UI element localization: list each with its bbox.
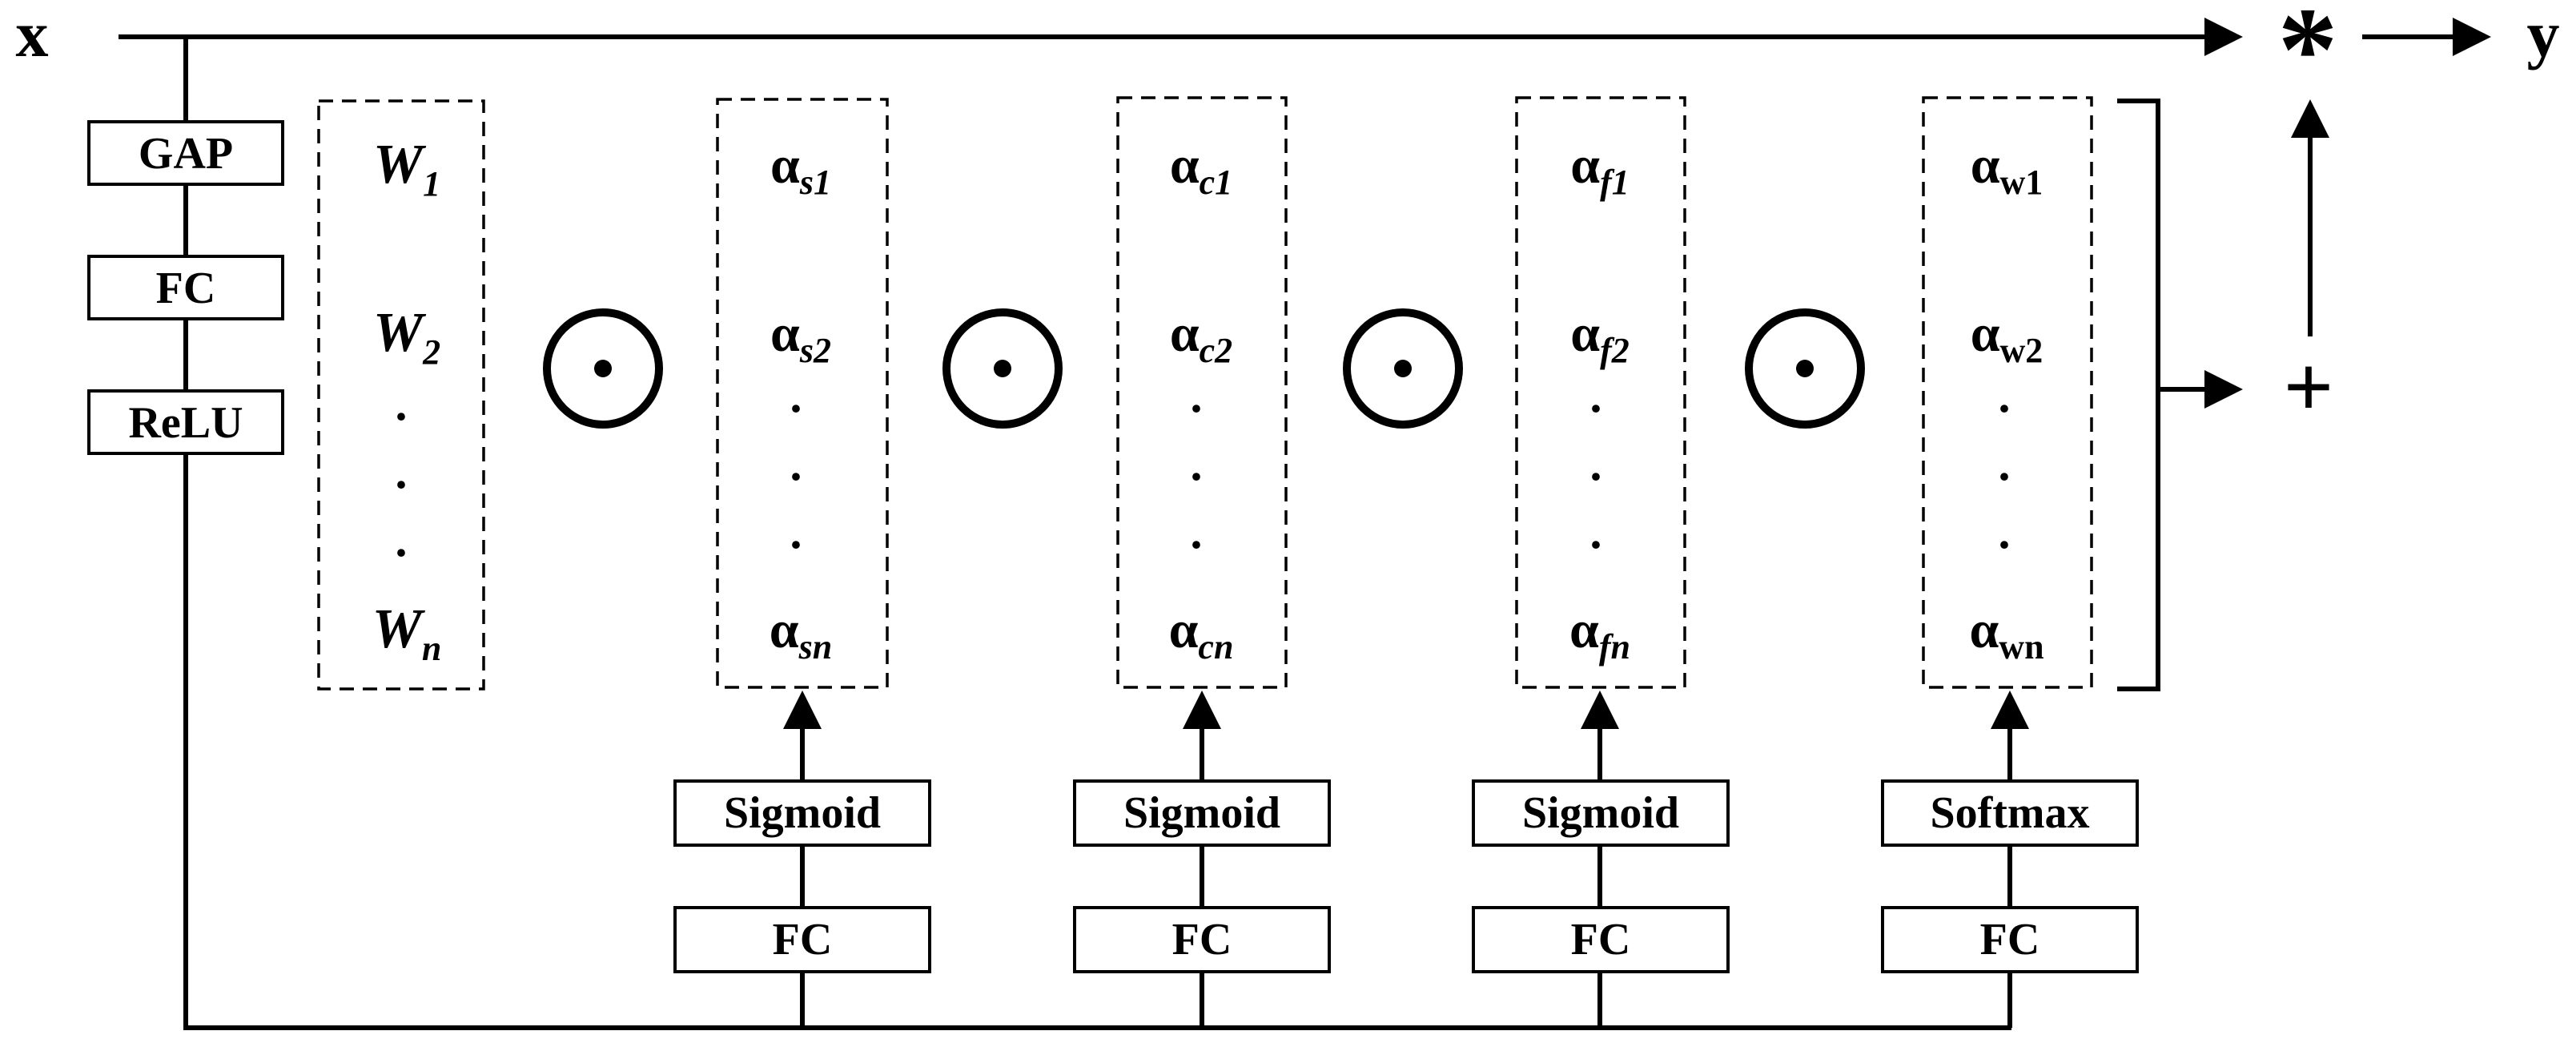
fc-label-s: FC	[773, 915, 833, 964]
alpha-w2: αw2	[1971, 304, 2044, 370]
weight-wn: Wn	[372, 598, 442, 668]
weight-w2: W2	[373, 302, 440, 372]
alpha-f-dot: ·	[1588, 450, 1604, 503]
sigmoid-block-c	[1073, 779, 1331, 847]
alpha-c-box	[1116, 96, 1288, 689]
gap-label: GAP	[139, 129, 233, 179]
alpha-s-box	[716, 98, 889, 689]
fc-label-main: FC	[156, 264, 216, 313]
alpha-s-dot: ·	[788, 382, 804, 435]
input-label: x	[16, 0, 49, 70]
alpha-f-dot: ·	[1588, 518, 1604, 571]
alpha-wn: αwn	[1969, 601, 2044, 666]
attention-group-c: αc1 αc2 · · · αcn Sigmoid FC	[1073, 96, 1331, 1028]
hadamard-operator-1	[543, 308, 663, 429]
attention-group-w: αw1 αw2 · · · αwn Softmax FC	[1881, 96, 2139, 1028]
alpha-w1: αw1	[1971, 136, 2044, 202]
weight-w1: W1	[373, 134, 440, 203]
weight-vector-box	[317, 99, 485, 691]
alpha-w-dot: ·	[1996, 518, 2012, 571]
fc-block-w	[1881, 906, 2139, 973]
weight-dot: ·	[393, 458, 409, 511]
alpha-s1: αs1	[770, 136, 831, 202]
fc-block-s	[673, 906, 931, 973]
summation-bracket	[2117, 99, 2160, 691]
fc-block-main: FC	[87, 255, 284, 320]
attention-group-f: αf1 αf2 · · · αfn Sigmoid FC	[1472, 96, 1730, 1028]
fc-label-w: FC	[1980, 915, 2040, 964]
sigmoid-label-f: Sigmoid	[1522, 788, 1679, 838]
alpha-fn: αfn	[1569, 601, 1630, 666]
alpha-c2: αc2	[1170, 304, 1232, 370]
alpha-sn: αsn	[770, 601, 832, 666]
alpha-f2: αf2	[1570, 304, 1630, 370]
alpha-cn: αcn	[1169, 601, 1234, 666]
weight-vector: W1 W2 · · · Wn	[372, 134, 442, 668]
alpha-c-dot: ·	[1188, 518, 1204, 571]
relu-label: ReLU	[128, 398, 243, 448]
hadamard-operator-4	[1745, 308, 1865, 429]
add-symbol: +	[2284, 338, 2334, 436]
hadamard-operator-3	[1343, 308, 1463, 429]
alpha-f-dot: ·	[1588, 382, 1604, 435]
hadamard-operator-2	[942, 308, 1063, 429]
sigmoid-label-s: Sigmoid	[724, 788, 881, 838]
fc-label-f: FC	[1571, 915, 1631, 964]
alpha-s-dot: ·	[788, 450, 804, 503]
alpha-f1: αf1	[1570, 136, 1630, 202]
alpha-w-box	[1922, 96, 2093, 689]
gap-block: GAP	[87, 120, 284, 186]
softmax-block-w	[1881, 779, 2139, 847]
alpha-c-dot: ·	[1188, 382, 1204, 435]
weight-dot: ·	[393, 390, 409, 443]
alpha-f-box	[1515, 96, 1686, 689]
alpha-c1: αc1	[1170, 136, 1232, 202]
multiply-symbol: *	[2278, 0, 2338, 116]
alpha-w-dot: ·	[1996, 450, 2012, 503]
relu-block: ReLU	[87, 389, 284, 455]
fc-label-c: FC	[1172, 915, 1232, 964]
softmax-label-w: Softmax	[1930, 788, 2089, 838]
alpha-c-dot: ·	[1188, 450, 1204, 503]
alpha-w-dot: ·	[1996, 382, 2012, 435]
alpha-s-dot: ·	[788, 518, 804, 571]
weight-dot: ·	[393, 526, 409, 579]
sigmoid-block-f	[1472, 779, 1730, 847]
attention-group-s: αs1 αs2 · · · αsn Sigmoid FC	[673, 98, 931, 1028]
alpha-s2: αs2	[770, 304, 831, 370]
output-label: y	[2527, 0, 2560, 70]
sigmoid-label-c: Sigmoid	[1123, 788, 1280, 838]
